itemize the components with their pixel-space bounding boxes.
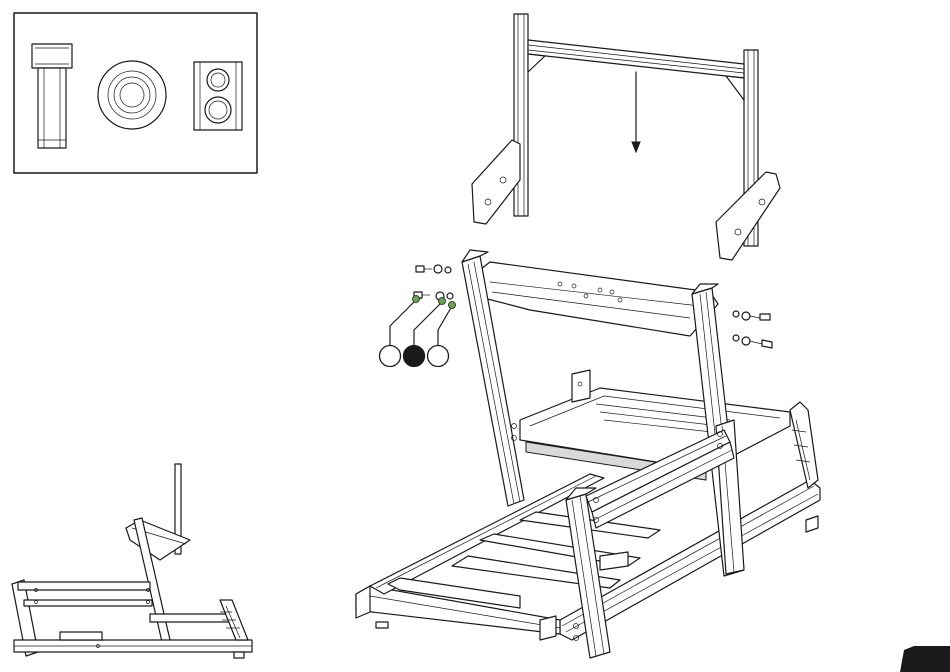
bolt-icon <box>32 44 72 148</box>
washer-icon <box>98 61 166 129</box>
step-circle-3 <box>428 346 449 367</box>
step-markers <box>380 296 456 367</box>
upright-frame-part <box>472 14 780 260</box>
step-circle-1 <box>380 346 401 367</box>
step-circle-2 <box>404 346 425 367</box>
marker-dot-1 <box>413 296 420 303</box>
reference-side-view <box>12 464 252 658</box>
main-cockpit-assembly <box>356 250 820 658</box>
t-nut-icon <box>194 62 242 130</box>
wheel-deck-plate <box>472 262 718 336</box>
marker-dot-3 <box>449 302 456 309</box>
page-corner-tab <box>900 646 950 672</box>
marker-dot-2 <box>439 298 446 305</box>
exploded-hardware-right <box>733 311 772 348</box>
left-bracket-plate <box>472 140 520 224</box>
exploded-hardware-left <box>414 265 453 300</box>
hardware-legend-box <box>14 13 257 173</box>
